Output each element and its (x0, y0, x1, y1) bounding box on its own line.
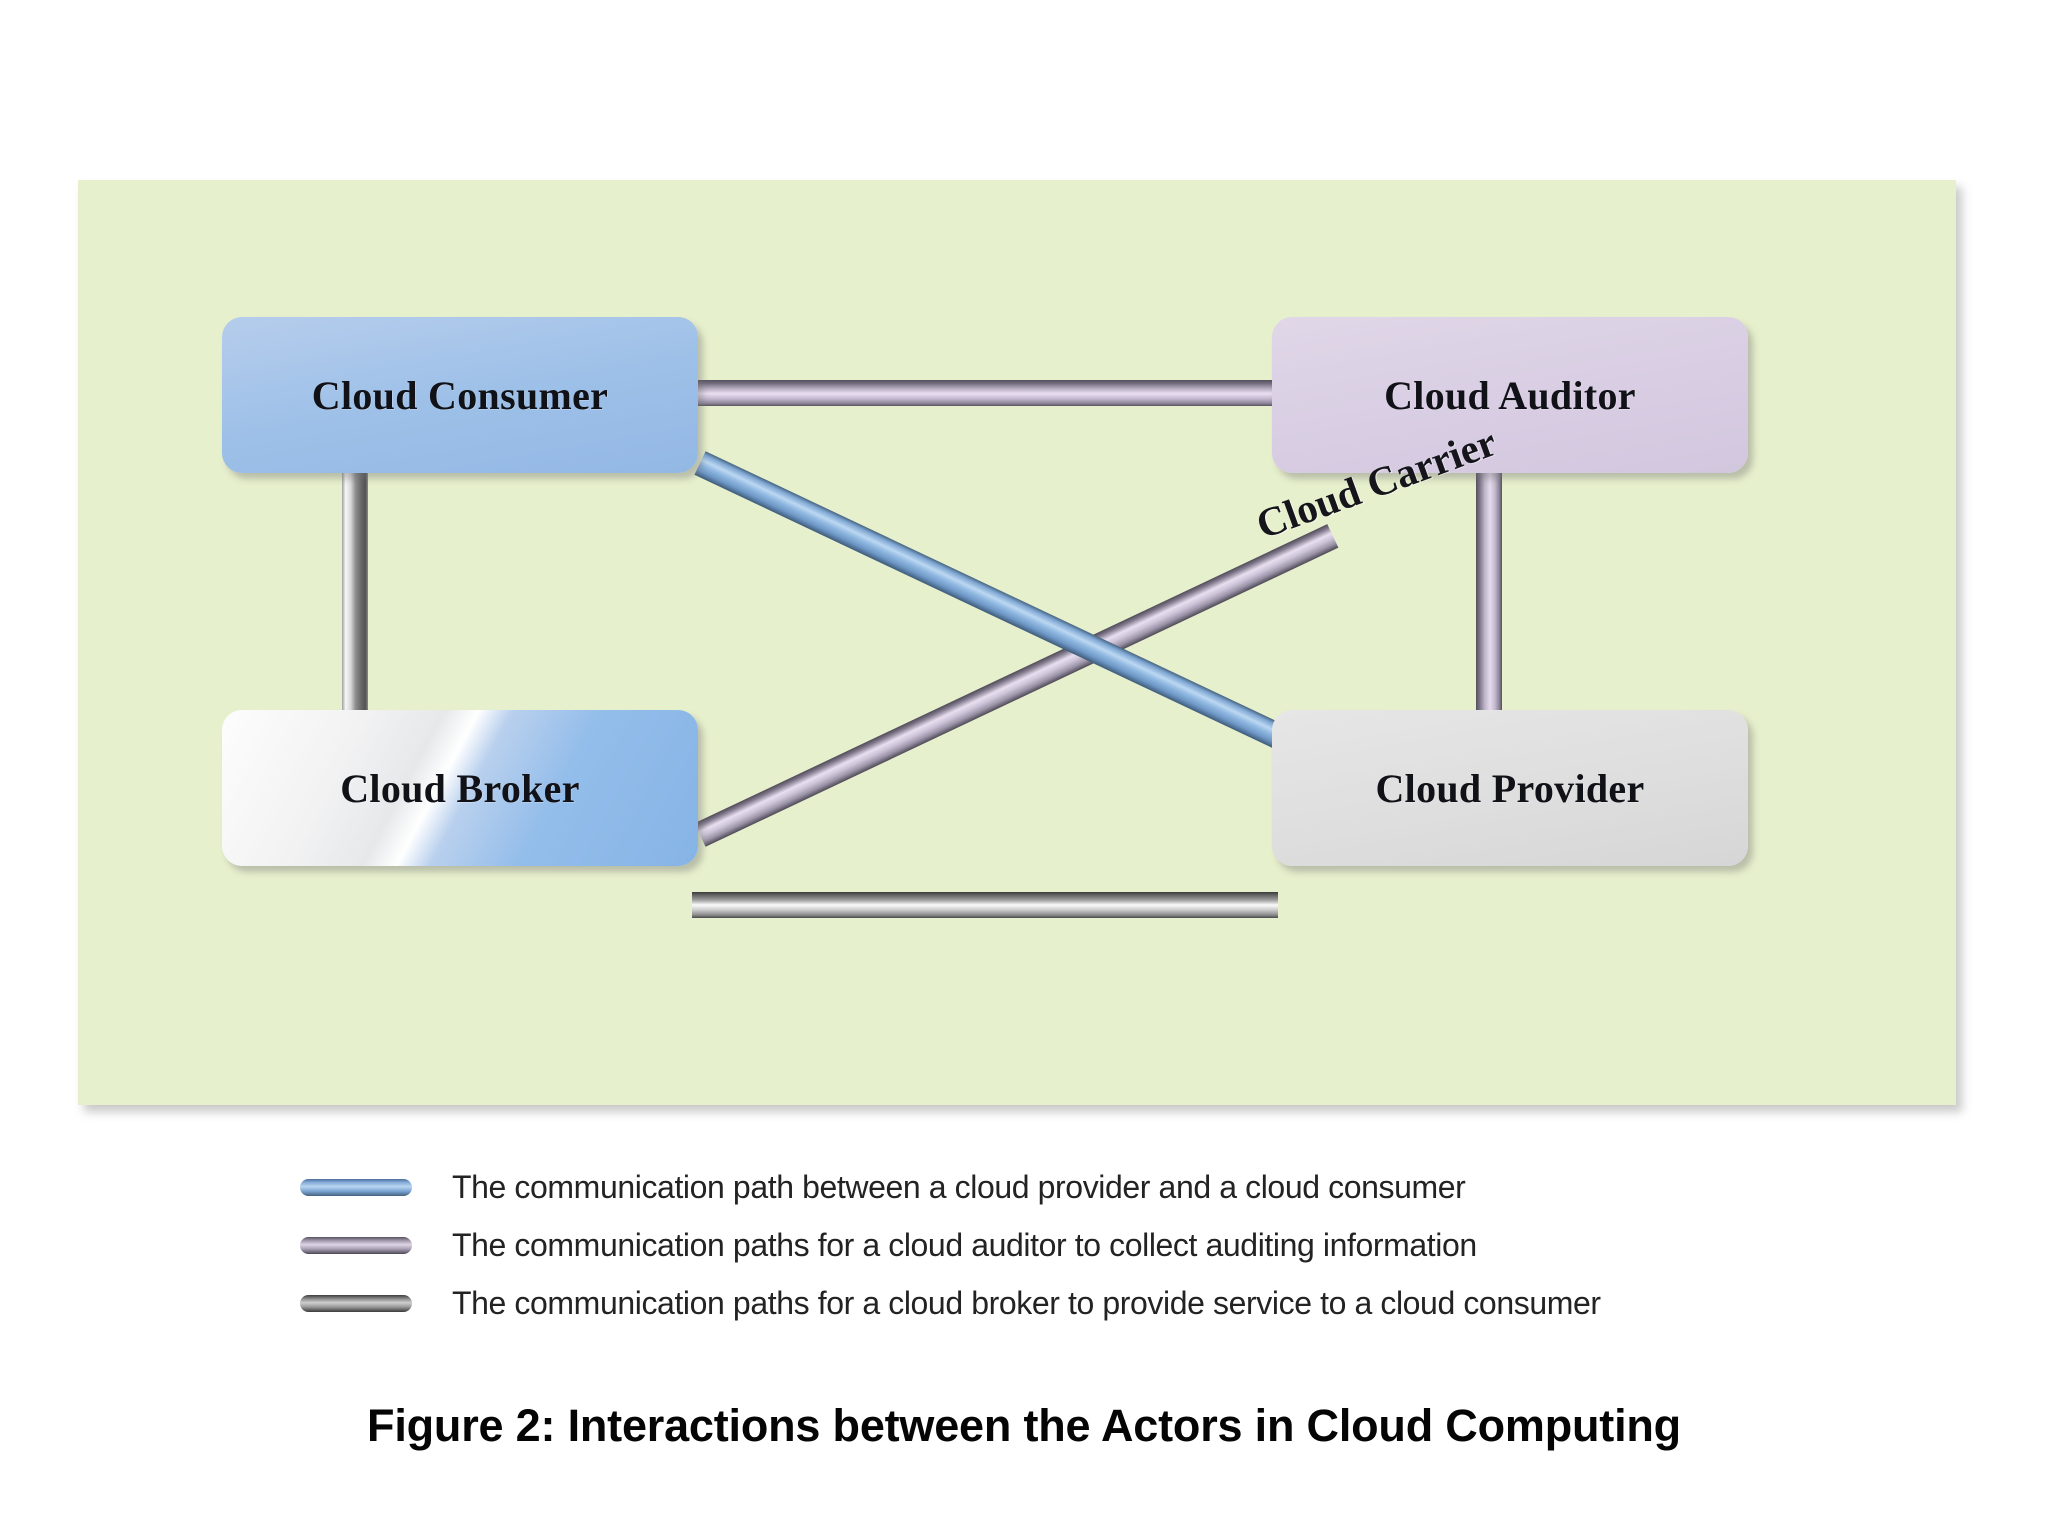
node-cloud-provider-label: Cloud Provider (1375, 765, 1645, 811)
legend: The communication path between a cloud p… (300, 1158, 1800, 1332)
legend-item: The communication path between a cloud p… (300, 1158, 1800, 1216)
legend-item-label: The communication path between a cloud p… (452, 1168, 1466, 1205)
legend-swatch-blue-icon (300, 1178, 412, 1196)
legend-item-label: The communication paths for a cloud audi… (452, 1226, 1477, 1263)
node-cloud-broker-label: Cloud Broker (340, 765, 580, 811)
edge-consumer-auditor (692, 380, 1278, 406)
legend-swatch-gray-icon (300, 1294, 412, 1312)
legend-item: The communication paths for a cloud audi… (300, 1216, 1800, 1274)
edge-auditor-provider (1476, 468, 1502, 716)
edge-broker-auditor (694, 524, 1339, 847)
node-cloud-auditor-label: Cloud Auditor (1384, 372, 1636, 418)
diagram-panel: Cloud Consumer Cloud Auditor Cloud Broke… (78, 180, 1956, 1105)
node-cloud-auditor[interactable]: Cloud Auditor (1272, 317, 1748, 473)
legend-swatch-purple-icon (300, 1236, 412, 1254)
edge-consumer-broker (342, 468, 368, 716)
node-cloud-provider[interactable]: Cloud Provider (1272, 710, 1748, 866)
node-cloud-consumer[interactable]: Cloud Consumer (222, 317, 698, 473)
legend-item: The communication paths for a cloud brok… (300, 1274, 1800, 1332)
node-cloud-broker[interactable]: Cloud Broker (222, 710, 698, 866)
edge-consumer-provider (694, 451, 1339, 774)
edge-broker-provider (692, 892, 1278, 918)
figure-caption: Figure 2: Interactions between the Actor… (367, 1400, 1681, 1451)
connector-layer (342, 380, 1502, 918)
legend-item-label: The communication paths for a cloud brok… (452, 1284, 1601, 1321)
node-cloud-consumer-label: Cloud Consumer (311, 372, 609, 418)
